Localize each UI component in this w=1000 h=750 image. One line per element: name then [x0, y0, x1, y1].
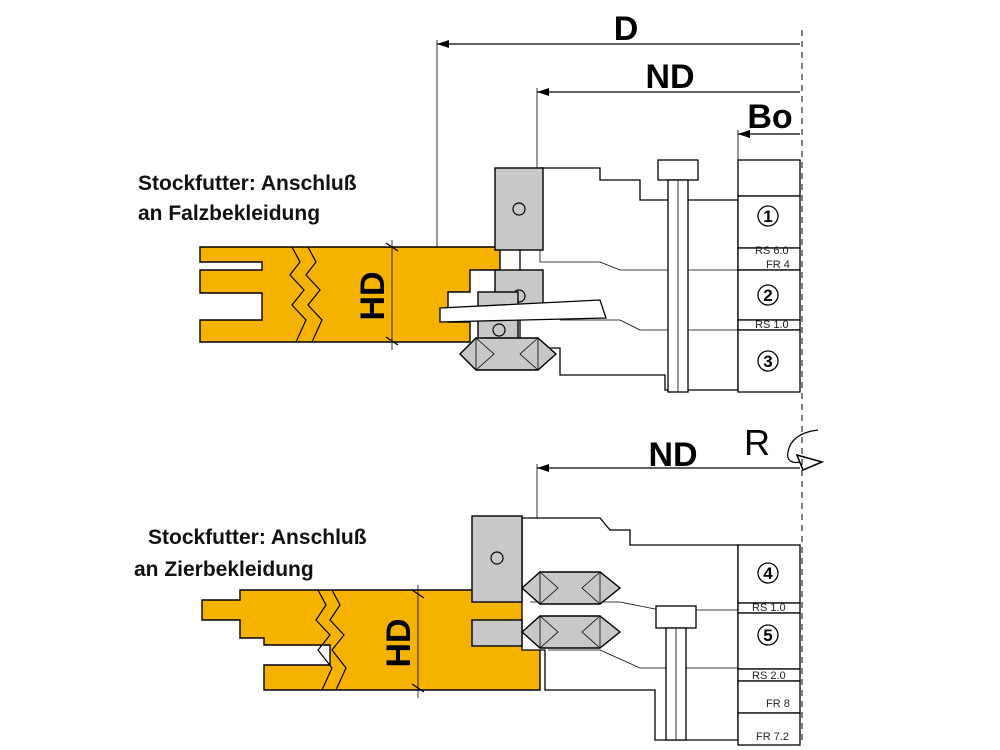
top-flat-knife	[439, 299, 607, 323]
bottom-break-line-2	[329, 589, 347, 691]
top-spacer-label: FR 4	[766, 259, 790, 271]
bottom-cutter-4-number: 4	[757, 562, 779, 584]
svg-text:2: 2	[763, 286, 772, 305]
dimension-bo-label: Bo	[747, 98, 792, 136]
top-knife-1-screw	[512, 202, 526, 216]
dimension-nd-top: ND	[536, 58, 800, 168]
top-hd-label: HD	[354, 271, 392, 320]
dimension-nd-top-label: ND	[645, 58, 694, 96]
bottom-hex-insert-1	[520, 571, 622, 605]
svg-text:5: 5	[763, 626, 772, 645]
dimension-d-label: D	[614, 10, 639, 48]
svg-text:4: 4	[763, 564, 773, 583]
bottom-hd-label: HD	[380, 618, 418, 667]
top-cutter-2-number: 2	[757, 284, 779, 306]
top-spacer-label: RS 1.0	[755, 319, 789, 331]
top-section: Stockfutter: Anschluß an Falzbekleidung …	[138, 159, 801, 393]
bottom-section: Stockfutter: Anschluß an Zierbekleidung …	[134, 515, 801, 746]
bottom-caption-line2: an Zierbekleidung	[134, 558, 314, 581]
bottom-hex-insert-2	[520, 615, 622, 649]
dimension-nd-bottom-label: ND	[648, 436, 697, 474]
rotation-arrow: R	[744, 422, 825, 471]
top-break-line-2	[305, 246, 323, 343]
svg-text:1: 1	[763, 207, 772, 226]
bottom-spacer-label: RS 1.0	[752, 602, 786, 614]
bottom-workpiece	[201, 589, 541, 691]
bottom-caption-line1: Stockfutter: Anschluß	[148, 526, 367, 549]
top-knife-1	[494, 167, 544, 251]
top-hex-insert	[459, 337, 558, 371]
top-caption-line2: an Falzbekleidung	[138, 202, 320, 225]
top-caption-line1: Stockfutter: Anschluß	[138, 172, 357, 195]
top-bolt-head	[657, 159, 699, 181]
bottom-knife-1	[471, 515, 523, 603]
rotation-arrowhead	[795, 453, 825, 471]
bottom-cutter-5-number: 5	[757, 624, 779, 646]
svg-text:3: 3	[763, 352, 772, 371]
dimension-d: D	[436, 10, 800, 318]
bottom-break-line	[315, 589, 333, 691]
top-break-line	[289, 246, 307, 343]
top-spacer-label: RS 6.0	[755, 245, 789, 257]
bottom-spacer-label: RS 2.0	[752, 670, 786, 682]
top-cutter-1-number: 1	[757, 205, 779, 227]
top-cutter-3-number: 3	[757, 350, 779, 372]
bottom-bolt-head	[655, 605, 697, 629]
dimension-bo: Bo	[737, 98, 800, 165]
bottom-spacer-label: FR 7.2	[756, 731, 789, 743]
rotation-label: R	[744, 422, 770, 463]
dimension-nd-bottom: ND	[536, 436, 800, 520]
bottom-knife-2	[471, 619, 523, 647]
top-workpiece	[199, 246, 501, 343]
bottom-spacer-label: FR 8	[766, 698, 790, 710]
